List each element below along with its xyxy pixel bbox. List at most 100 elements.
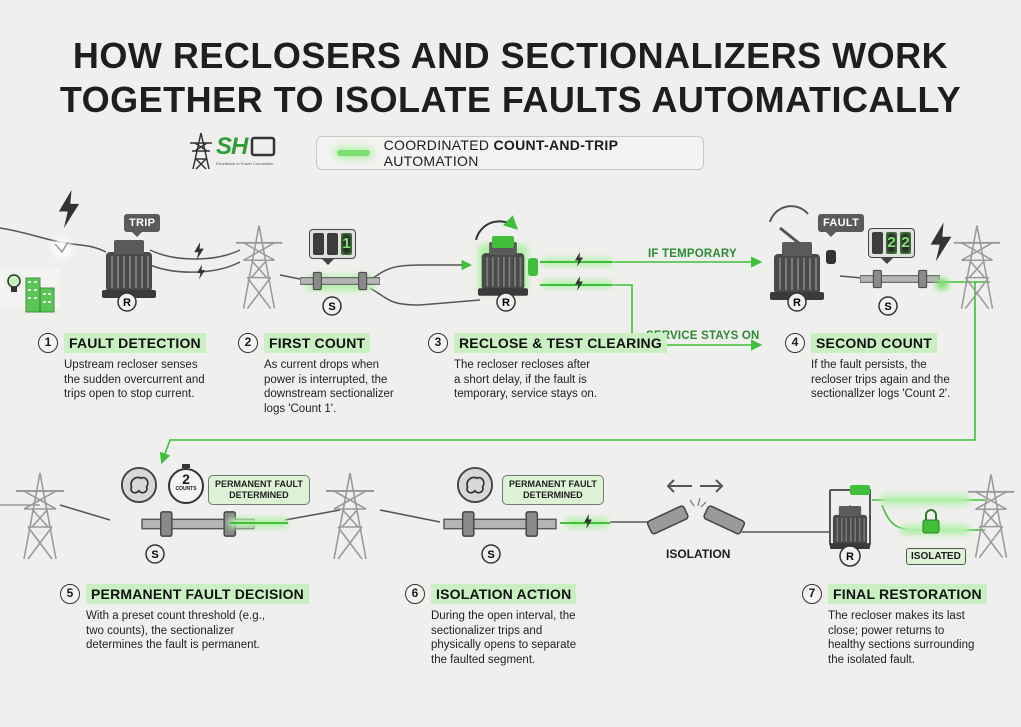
pf-line-1: PERMANENT FAULT [215,479,303,489]
screen-logo-icon [250,136,276,157]
desc-line: the sudden overcurrent and [64,373,205,386]
step4-graphic [769,205,1002,316]
counter-digit [872,232,883,254]
step-title: ISOLATION ACTION [431,584,577,604]
if-temporary-label: IF TEMPORARY [648,248,737,260]
step-description: The recloser makes its last close; power… [828,609,987,667]
step-4: 4 SECOND COUNT If the fault persists, the… [785,333,950,402]
sectionalizer-letter: S [884,301,891,313]
badge-suffix: AUTOMATION [383,153,479,169]
tower-icon [324,471,376,561]
step-7: 7 FINAL RESTORATION The recloser makes it… [802,584,987,667]
logo-wordmark: SH [216,133,248,160]
step-description: The recloser recloses after a short dela… [454,358,667,402]
lightning-icon [930,222,952,262]
step-number: 2 [238,333,258,353]
desc-line: With a preset count threshold (e.g., [86,610,265,622]
badge-text: COORDINATED COUNT-AND-TRIP AUTOMATION [384,137,703,169]
desc-line: The recloser makes its last [828,610,965,622]
desc-line: downstream sectionalizer [264,388,394,400]
step-title: SECOND COUNT [811,333,937,353]
step-number: 3 [428,333,448,353]
step-3: 3 RECLOSE & TEST CLEARING The recloser re… [428,333,667,402]
step-1: 1 FAULT DETECTION Upstream recloser sense… [38,333,206,402]
step-2: 2 FIRST COUNT As current drops when power… [238,333,394,416]
step-description: Upstream recloser senses the sudden over… [64,358,206,402]
recloser-icon-3 [770,241,824,301]
recloser-icon-1 [102,239,156,299]
step-number: 5 [60,584,80,604]
trip-tag: TRIP [124,214,161,237]
step2-graphic [300,271,380,316]
badge-prefix: COORDINATED [383,137,494,153]
desc-line: physically opens to separate [431,639,577,651]
count-display-2: 2 2 [868,228,915,264]
counter-digit [313,233,324,255]
count-display-1: 1 [309,229,356,265]
step3-graphic [475,215,612,312]
step-title: FAULT DETECTION [64,333,206,353]
step-title: RECLOSE & TEST CLEARING [454,333,667,353]
step-title: FIRST COUNT [264,333,371,353]
tower-icon [234,224,284,310]
desc-line: The recloser recloses after [454,359,591,371]
brain-icon [120,466,158,504]
title-line-1: HOW RECLOSERS AND SECTIONALIZERS WORK [72,35,949,76]
recloser-letter: R [502,297,510,309]
desc-line: recloser trips again and the [811,373,950,386]
tower-icon [952,224,1002,310]
step-number: 1 [38,333,58,353]
step5-graphic [14,464,376,564]
title-line-2: TOGETHER TO ISOLATE FAULTS AUTOMATICALLY [59,79,962,120]
step-title: PERMANENT FAULT DECISION [86,584,309,604]
sectionalizer-letter: S [487,549,494,561]
pf-line-2: DETERMINED [229,490,289,500]
step7-graphic [829,473,1016,567]
lightning-icon [58,190,80,228]
sectionalizer-icon-4 [443,511,557,537]
recloser-letter: R [846,551,854,563]
automation-badge: COORDINATED COUNT-AND-TRIP AUTOMATION [316,136,704,170]
green-glow-swatch [337,150,370,156]
isolation-label: ISOLATION [666,547,731,561]
pf-line-1: PERMANENT FAULT [509,479,597,489]
desc-line: temporary, service stays on. [454,388,597,400]
step6-graphic [443,466,746,564]
page-title: HOW RECLOSERS AND SECTIONALIZERS WORK TO… [0,34,1021,122]
service-stays-on-label: SERVICE STAYS ON [646,330,760,342]
timer-word: COUNTS [175,486,197,492]
tower-icon [966,473,1016,559]
company-logo: SH Excellence in Power Connection [186,131,296,171]
desc-line: the faulted segment. [431,653,536,666]
desc-line: As current drops when [264,359,380,371]
logo-tagline: Excellence in Power Connection [216,161,274,166]
badge-bold: COUNT-AND-TRIP [493,137,619,153]
sectionalizer-icon-2 [860,269,940,289]
desc-line: sectionalizer trips and [431,624,543,637]
desc-line: power is interrupted, the [264,373,388,386]
step1-graphic [0,190,284,313]
desc-line: During the open interval, the [431,610,576,622]
desc-line: Upstream recloser senses [64,359,198,371]
desc-line: trips open to stop current. [64,388,195,400]
desc-line: two counts), the sectionalizer [86,624,235,637]
step-number: 4 [785,333,805,353]
step-title: FINAL RESTORATION [828,584,987,604]
counter-digit [327,233,338,255]
brain-icon [456,466,494,504]
desc-line: healthy sections surrounding [828,639,975,651]
desc-line: the isolated fault. [828,653,915,666]
step-description: If the fault persists, the recloser trip… [811,358,950,402]
isolated-badge: ISOLATED [906,548,966,565]
pf-line-2: DETERMINED [523,490,583,500]
step-number: 6 [405,584,425,604]
count-timer: 2 COUNTS [172,472,200,493]
pylon-logo-icon [190,132,212,170]
step-number: 7 [802,584,822,604]
desc-line: logs 'Count 1'. [264,402,337,415]
counter-digit: 2 [900,232,911,254]
tower-icon [14,471,66,561]
desc-line: If the fault persists, the [811,359,927,371]
